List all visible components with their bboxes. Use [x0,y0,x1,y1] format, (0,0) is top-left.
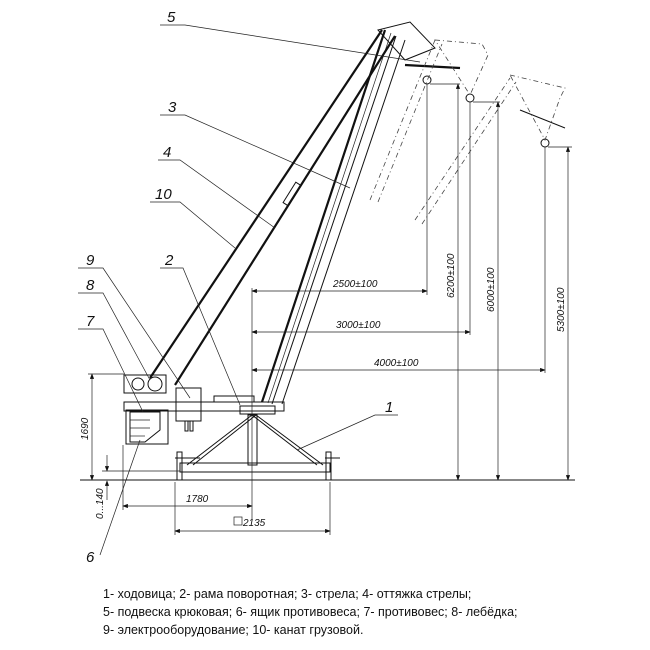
parts-legend: 1- ходовица; 2- рама поворотная; 3- стре… [103,585,518,639]
boom [260,21,461,405]
legend-line: 9- электрооборудование; 10- канат грузов… [103,623,364,637]
electrical-box [175,387,202,432]
callout-10: 10 [155,186,172,203]
load-rope [149,29,383,379]
callout-leaders [78,24,421,556]
undercarriage [175,414,340,481]
turnbuckle [282,181,302,207]
dim-height-5300: 5300±100 [556,287,567,332]
dim-base-height: 1690 [80,417,91,440]
callout-9: 9 [86,252,95,269]
callout-1: 1 [385,399,393,416]
counterweight-box [125,409,169,445]
dimensions [88,83,572,535]
callout-3: 3 [168,99,177,116]
callout-7: 7 [86,313,95,330]
legend-line: 5- подвеска крюковая; 6- ящик противовес… [103,605,518,619]
dim-reach-2500: 2500±100 [332,279,378,290]
callout-2: 2 [164,252,174,269]
callout-8: 8 [86,277,95,294]
dim-reach-4000: 4000±100 [374,358,419,369]
dim-base-square: 2135 [242,518,266,529]
callout-4: 4 [163,144,171,161]
alternate-boom-positions [369,39,566,225]
dim-height-6000: 6000±100 [486,267,497,312]
dim-reach-3000: 3000±100 [336,320,381,331]
dim-tail-radius: 1780 [186,494,209,505]
boom-stay [174,35,396,386]
dim-clearance: 0...140 [95,488,106,519]
rotating-frame [123,395,285,415]
winch [123,374,167,394]
callout-6: 6 [86,549,95,566]
callout-5: 5 [167,9,176,26]
legend-line: 1- ходовица; 2- рама поворотная; 3- стре… [103,587,472,601]
dim-height-6200: 6200±100 [446,253,457,298]
